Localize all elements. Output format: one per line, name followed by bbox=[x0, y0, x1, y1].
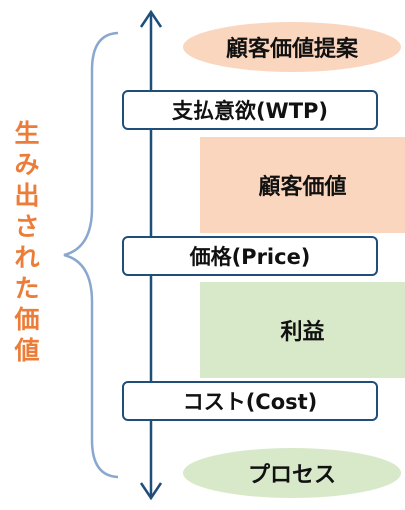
generated-value-label: 生み出された価値 bbox=[14, 119, 40, 365]
customer-value-proposition-ellipse: 顧客価値提案 bbox=[183, 22, 401, 72]
process-label: プロセス bbox=[247, 463, 336, 488]
cost-box: コスト(Cost) bbox=[122, 381, 378, 421]
profit-band: 利益 bbox=[200, 282, 405, 378]
customer-value-label: 顧客価値 bbox=[258, 175, 347, 200]
wtp-label: 支払意欲(WTP) bbox=[171, 99, 329, 123]
price-box: 価格(Price) bbox=[122, 236, 378, 276]
curly-brace-icon bbox=[63, 31, 119, 479]
customer-value-band: 顧客価値 bbox=[200, 137, 405, 233]
cost-label: コスト(Cost) bbox=[182, 390, 318, 414]
wtp-box: 支払意欲(WTP) bbox=[122, 90, 378, 130]
process-ellipse: プロセス bbox=[183, 448, 401, 498]
customer-value-proposition-label: 顧客価値提案 bbox=[225, 37, 358, 62]
profit-label: 利益 bbox=[280, 320, 325, 345]
price-label: 価格(Price) bbox=[189, 245, 311, 269]
